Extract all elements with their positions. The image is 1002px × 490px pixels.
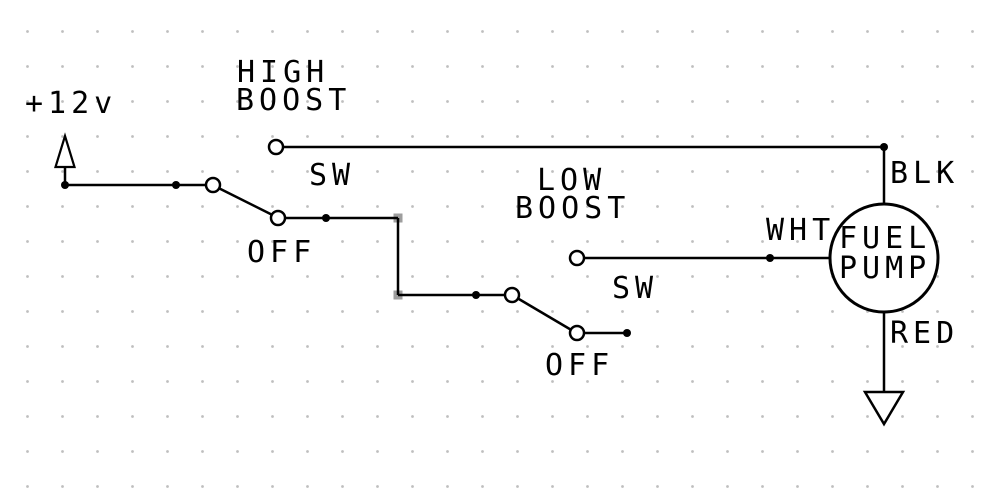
switch2-off-terminal [568, 324, 586, 342]
switch2-low-boost-label-line1: LOW [537, 163, 607, 198]
junction-dot [472, 291, 480, 299]
supply-arrow-icon [54, 132, 76, 186]
junction-dot [623, 329, 631, 337]
switch1-symbol [204, 138, 287, 227]
switch2-common-terminal [503, 286, 521, 304]
switch2-name-label: SW [612, 271, 659, 306]
switch1-off-label: OFF [247, 235, 317, 270]
switch1-high-boost-terminal [267, 138, 285, 156]
switch2-low-boost-terminal [568, 249, 586, 267]
switch1-high-boost-label-line1: HIGH [237, 55, 330, 90]
switch2-blade [517, 297, 572, 331]
fuel-pump-label-line2: PUMP [839, 251, 932, 286]
junction-dot [61, 181, 69, 189]
switch1-high-boost-label-line2: BOOST [236, 83, 352, 118]
wire-red-label: RED [890, 316, 960, 351]
fuel-pump-label-line1: FUEL [839, 221, 932, 256]
switch1-lower-terminal [269, 209, 287, 227]
wire-wht-label: WHT [766, 213, 836, 248]
switch2-symbol [503, 249, 586, 342]
junction-dot [322, 214, 330, 222]
wire-blk-label: BLK [890, 156, 960, 191]
switch2-off-label: OFF [545, 348, 615, 383]
switch1-common-terminal [204, 176, 222, 194]
switch2-low-boost-label-line2: BOOST [515, 191, 631, 226]
junction-dot [766, 254, 774, 262]
switch1-blade [218, 187, 273, 216]
switch1-name-label: SW [309, 158, 356, 193]
junction-dot [172, 181, 180, 189]
supply-voltage-label: +12v [25, 86, 118, 121]
ground-symbol-icon [862, 390, 906, 427]
